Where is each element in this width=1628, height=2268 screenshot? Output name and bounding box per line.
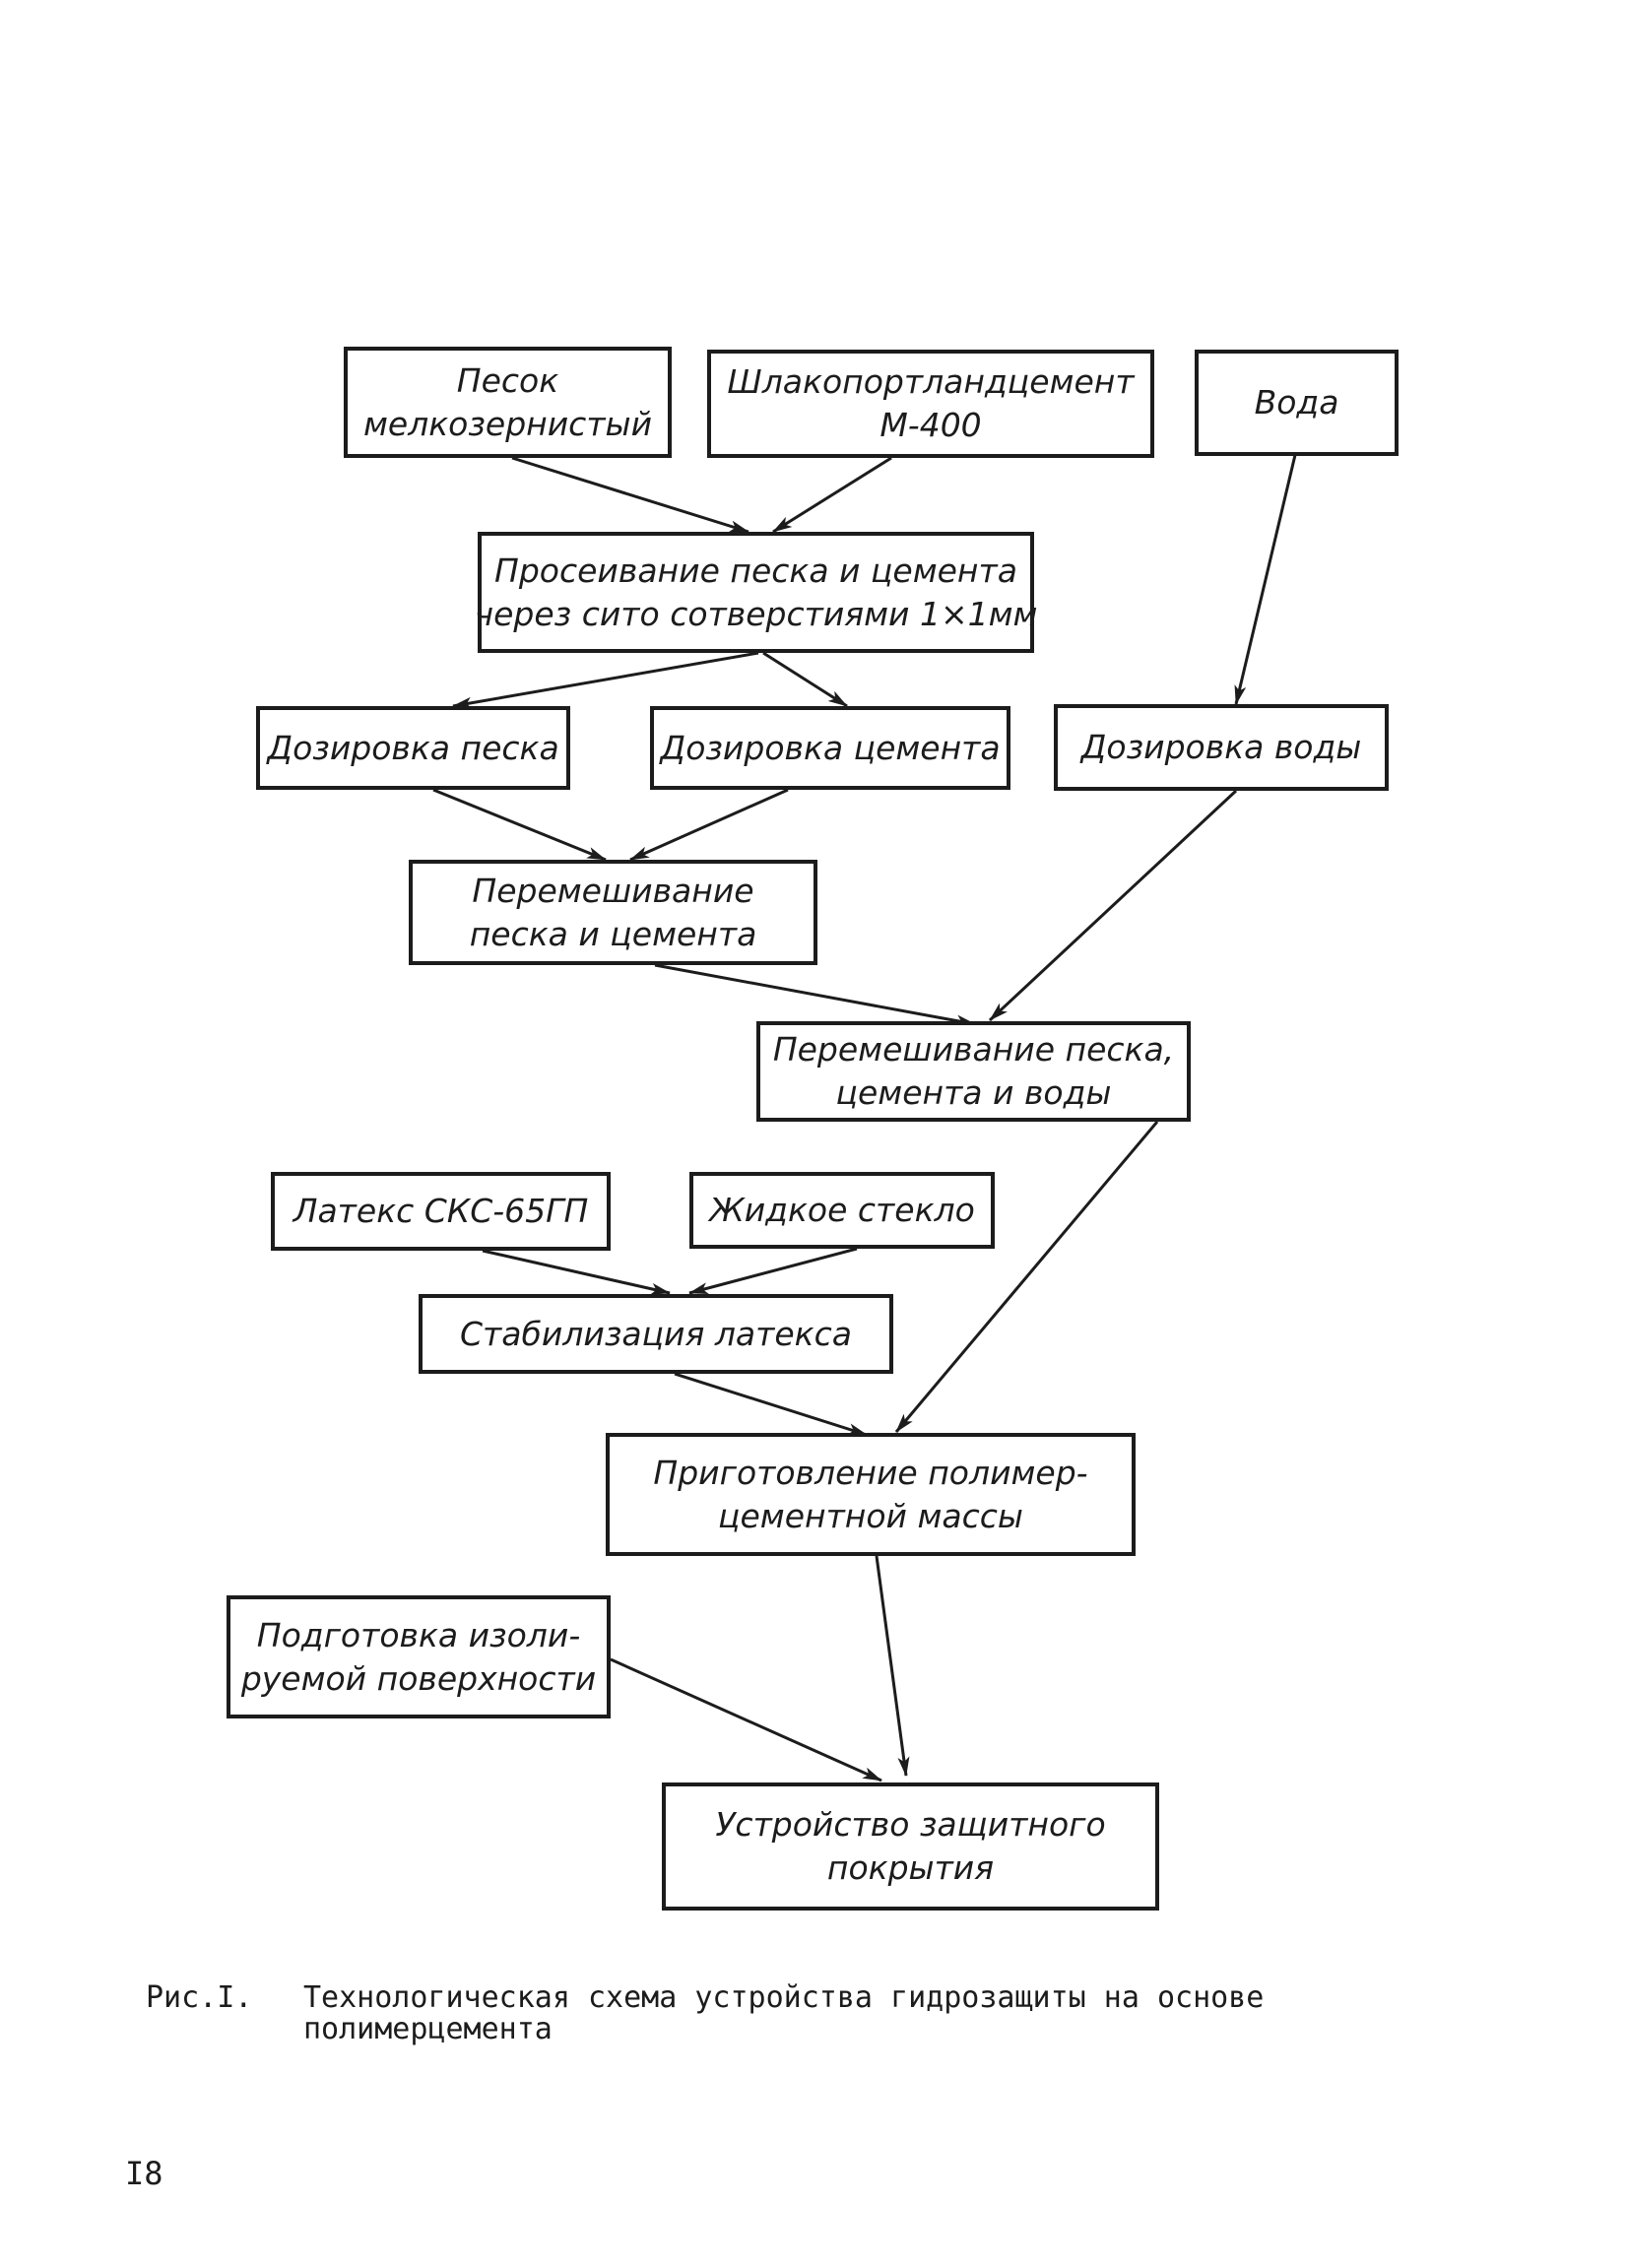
- box-sieving-line-1: Просеивание песка и цемента: [494, 551, 1017, 590]
- box-sieving-line-2: через сито сотверстиями 1×1мм: [474, 594, 1038, 633]
- box-mix-sand-cement: Перемешивание песка и цемента: [409, 860, 817, 965]
- box-cement-line-1: Шлакопортландцемент: [727, 362, 1135, 402]
- box-sieving: Просеивание песка и цемента через сито с…: [475, 532, 1037, 653]
- arrow-polymer-mass-to-coating: [875, 1555, 910, 1777]
- arrow-glass-to-stabilization: [688, 1247, 858, 1295]
- figure-caption-text: Технологическая схема устройства гидроза…: [303, 1982, 1426, 2044]
- box-polymer-mass: Приготовление полимер- цементной массы: [606, 1433, 1136, 1556]
- box-sand-line-2: мелкозернистый: [362, 404, 653, 443]
- box-surface-prep: Подготовка изоли- руемой поверхности: [227, 1595, 611, 1718]
- figure-caption-label: Рис.I.: [146, 1980, 253, 2015]
- arrow-water-to-dose-water: [1234, 454, 1297, 705]
- arrow-cement-to-sieving: [772, 456, 892, 534]
- arrow-dose-cement-to-mixing: [629, 788, 789, 862]
- box-surface-prep-line-1: Подготовка изоли-: [256, 1615, 581, 1654]
- box-stabilization-line-1: Стабилизация латекса: [460, 1314, 852, 1353]
- figure-caption-line-2: полимерцемента: [303, 2011, 553, 2046]
- box-coating: Устройство защитного покрытия: [662, 1782, 1159, 1911]
- box-dose-cement-line-1: Дозировка цемента: [660, 728, 1001, 767]
- arrow-sand-to-sieving: [511, 456, 749, 534]
- box-coating-line-1: Устройство защитного: [715, 1805, 1106, 1845]
- box-sand-line-1: Песок: [456, 360, 559, 400]
- arrow-mix-to-mix-all: [654, 963, 976, 1027]
- box-sand: Песок мелкозернистый: [344, 347, 672, 458]
- box-cement-line-2: М-400: [879, 406, 982, 444]
- box-latex-line-1: Латекс СКС-65ГП: [293, 1192, 589, 1231]
- box-mix-sand-cement-line-2: песка и цемента: [469, 914, 757, 953]
- box-dose-water: Дозировка воды: [1054, 704, 1389, 791]
- box-mix-all: Перемешивание песка, цемента и воды: [756, 1021, 1191, 1122]
- box-dose-sand: Дозировка песка: [256, 706, 570, 790]
- box-water-line-1: Вода: [1254, 383, 1339, 422]
- box-polymer-mass-line-1: Приготовление полимер-: [653, 1453, 1088, 1492]
- box-surface-prep-line-2: руемой поверхности: [240, 1658, 597, 1698]
- box-stabilization: Стабилизация латекса: [419, 1294, 893, 1374]
- box-dose-cement: Дозировка цемента: [650, 706, 1010, 790]
- box-mix-sand-cement-line-1: Перемешивание: [472, 871, 754, 910]
- page-number: I8: [125, 2155, 163, 2192]
- arrow-sieving-to-dose-sand: [452, 651, 759, 709]
- box-dose-sand-line-1: Дозировка песка: [267, 728, 559, 767]
- arrow-sieving-to-dose-cement: [762, 651, 848, 708]
- box-glass: Жидкое стекло: [689, 1172, 995, 1249]
- box-water: Вода: [1195, 350, 1399, 456]
- arrow-surface-prep-to-coating: [610, 1657, 882, 1782]
- box-polymer-mass-line-2: цементной массы: [718, 1496, 1023, 1535]
- box-coating-line-2: покрытия: [826, 1848, 995, 1887]
- box-dose-water-line-1: Дозировка воды: [1080, 728, 1362, 767]
- arrow-mix-all-to-polymer-mass: [894, 1121, 1159, 1433]
- arrow-latex-to-stabilization: [482, 1249, 671, 1295]
- arrow-dose-sand-to-mixing: [432, 788, 607, 862]
- figure-caption-line-1: Технологическая схема устройства гидроза…: [303, 1980, 1265, 2015]
- box-mix-all-line-1: Перемешивание песка,: [772, 1030, 1175, 1069]
- box-mix-all-line-2: цемента и воды: [835, 1073, 1112, 1112]
- box-cement: Шлакопортландцемент М-400: [707, 350, 1154, 458]
- box-glass-line-1: Жидкое стекло: [709, 1191, 975, 1230]
- arrow-stabilization-to-polymer-mass: [674, 1372, 868, 1437]
- arrow-dose-water-to-mix-all: [988, 789, 1238, 1022]
- box-latex: Латекс СКС-65ГП: [271, 1172, 611, 1251]
